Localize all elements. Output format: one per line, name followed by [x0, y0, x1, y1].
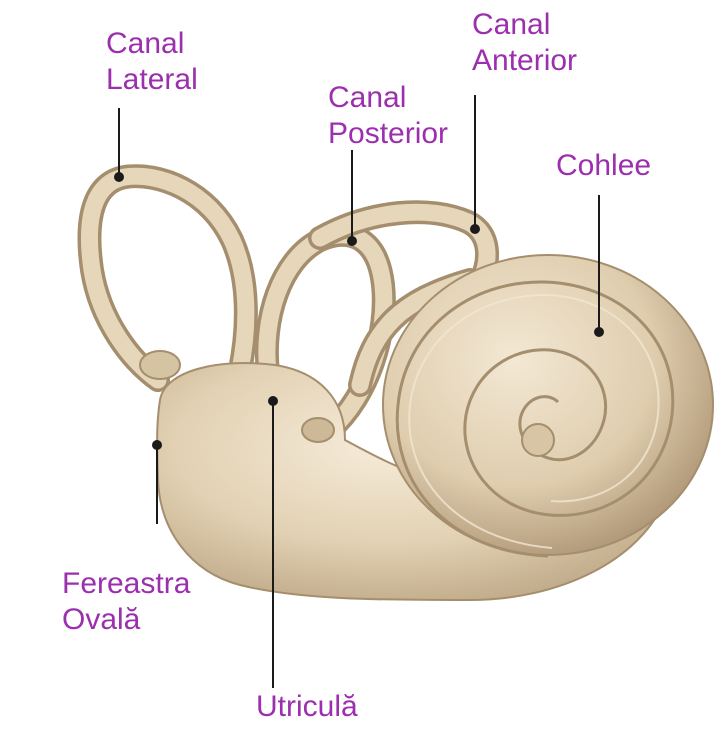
leader-lines [114, 95, 604, 688]
label-fereastra-ovala-line1: Fereastra [62, 567, 191, 600]
label-canal-lateral-line2: Lateral [106, 63, 198, 96]
label-canal-posterior-line2: Posterior [328, 117, 449, 150]
label-canal-lateral: Canal Lateral [106, 26, 198, 98]
label-canal-anterior-line1: Canal [472, 8, 551, 41]
label-utricula-text: Utriculă [256, 690, 358, 723]
label-fereastra-ovala-line2: Ovală [62, 603, 141, 636]
label-canal-anterior-line2: Anterior [472, 44, 578, 77]
label-cohlee: Cohlee [556, 148, 651, 184]
label-canal-lateral-line1: Canal [106, 27, 185, 60]
label-fereastra-ovala: Fereastra Ovală [62, 566, 190, 638]
canal-lateral-loop [77, 164, 258, 392]
cochlea-spiral [382, 254, 714, 558]
label-cohlee-text: Cohlee [556, 149, 652, 182]
label-canal-posterior: Canal Posterior [328, 80, 448, 152]
label-canal-anterior: Canal Anterior [472, 7, 577, 79]
label-utricula: Utriculă [256, 689, 358, 725]
label-canal-posterior-line1: Canal [328, 81, 407, 114]
